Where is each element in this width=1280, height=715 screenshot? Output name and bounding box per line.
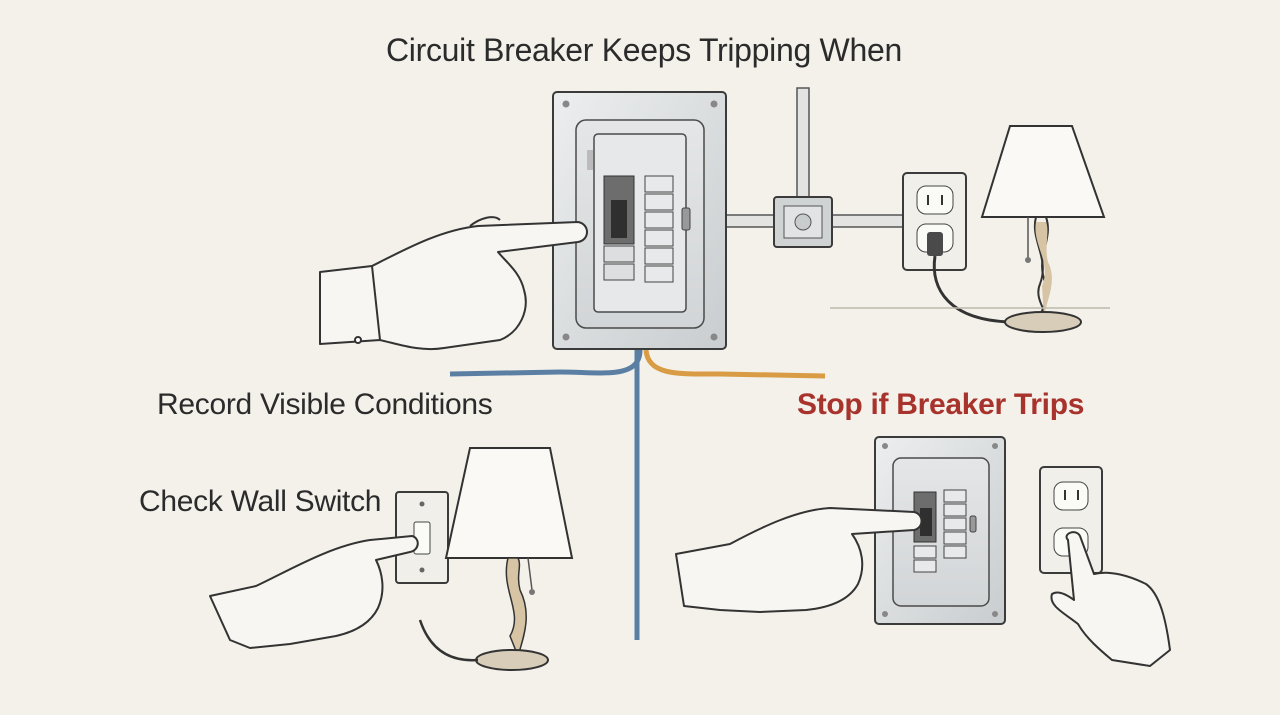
table-lamp-icon: [830, 125, 1110, 333]
wire-blue-left: [449, 349, 643, 377]
plug-icon: [927, 232, 1011, 324]
step-label-check-wall-switch: Check Wall Switch: [139, 485, 382, 518]
breaker-panel-icon: [874, 436, 1006, 625]
pointing-hand-icon: [1050, 531, 1171, 667]
wire-orange-right: [643, 349, 826, 379]
wall-outlet-icon: [1039, 466, 1103, 574]
step-label-stop-if-trips: Stop if Breaker Trips: [797, 388, 1085, 421]
step-label-record-conditions: Record Visible Conditions: [157, 388, 493, 421]
table-lamp-icon: [418, 447, 574, 671]
conduit: [725, 87, 908, 228]
pointing-hand-icon: [319, 216, 588, 351]
pointing-hand-icon: [675, 507, 923, 613]
breaker-panel-icon: [552, 91, 727, 350]
junction-box-icon: [773, 196, 833, 248]
pointing-hand-icon: [209, 535, 419, 649]
page-title: Circuit Breaker Keeps Tripping When: [386, 32, 902, 68]
